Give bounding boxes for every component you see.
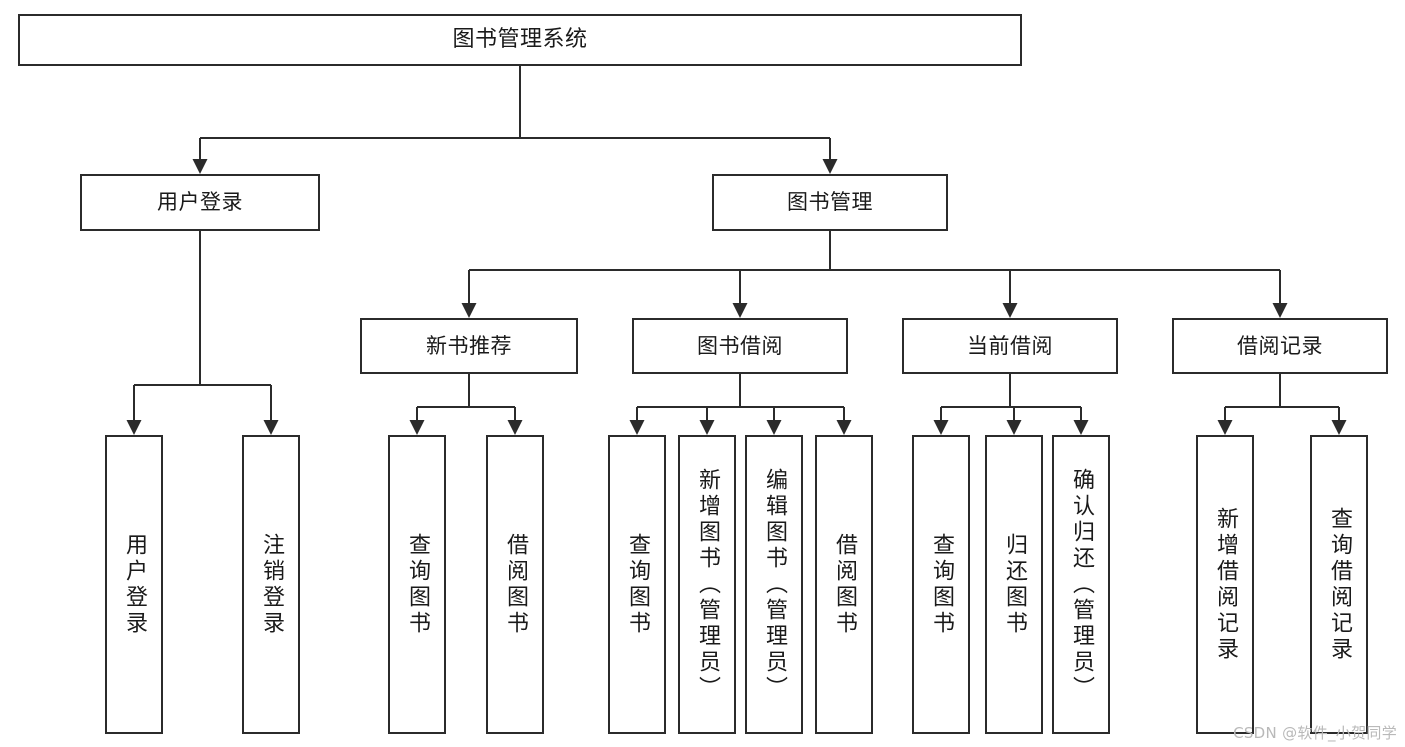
node-label: 查询图书 bbox=[405, 532, 430, 637]
node-label: 图书管理系统 bbox=[452, 27, 588, 52]
node-label: 确认归还（管理员） bbox=[1069, 467, 1094, 702]
connector-arrowhead bbox=[1073, 420, 1089, 435]
node-borrow-record[interactable]: 借阅记录 bbox=[1172, 318, 1388, 374]
node-label: 注销登录 bbox=[259, 532, 284, 637]
connector-arrowhead bbox=[192, 159, 208, 174]
node-leaf-rec-borrow-book[interactable]: 借阅图书 bbox=[486, 435, 544, 734]
node-leaf-rec-query-book[interactable]: 查询图书 bbox=[388, 435, 446, 734]
node-label: 借阅图书 bbox=[503, 532, 528, 637]
connector-arrowhead bbox=[126, 420, 142, 435]
node-book-manage[interactable]: 图书管理 bbox=[712, 174, 948, 231]
connector-arrowhead bbox=[699, 420, 715, 435]
node-leaf-borrow-query-book[interactable]: 查询图书 bbox=[608, 435, 666, 734]
node-leaf-record-add[interactable]: 新增借阅记录 bbox=[1196, 435, 1254, 734]
node-book-borrow[interactable]: 图书借阅 bbox=[632, 318, 848, 374]
node-user-login[interactable]: 用户登录 bbox=[80, 174, 320, 231]
connector-arrowhead bbox=[766, 420, 782, 435]
node-leaf-borrow-add-book[interactable]: 新增图书（管理员） bbox=[678, 435, 736, 734]
connector-arrowhead bbox=[461, 303, 477, 318]
connector-arrowhead bbox=[507, 420, 523, 435]
node-leaf-user-login[interactable]: 用户登录 bbox=[105, 435, 163, 734]
node-leaf-user-logout[interactable]: 注销登录 bbox=[242, 435, 300, 734]
node-label: 编辑图书（管理员） bbox=[762, 467, 787, 702]
connector-arrowhead bbox=[1331, 420, 1347, 435]
node-new-book-rec[interactable]: 新书推荐 bbox=[360, 318, 578, 374]
node-leaf-borrow-edit-book[interactable]: 编辑图书（管理员） bbox=[745, 435, 803, 734]
node-label: 查询图书 bbox=[929, 532, 954, 637]
node-label: 归还图书 bbox=[1002, 532, 1027, 637]
connector-arrowhead bbox=[1217, 420, 1233, 435]
node-label: 用户登录 bbox=[157, 190, 243, 214]
connector-arrowhead bbox=[822, 159, 838, 174]
node-leaf-current-query-book[interactable]: 查询图书 bbox=[912, 435, 970, 734]
node-root[interactable]: 图书管理系统 bbox=[18, 14, 1022, 66]
connector-arrowhead bbox=[1006, 420, 1022, 435]
node-leaf-record-query[interactable]: 查询借阅记录 bbox=[1310, 435, 1368, 734]
node-label: 新增借阅记录 bbox=[1213, 506, 1238, 663]
node-label: 借阅图书 bbox=[832, 532, 857, 637]
connector-arrowhead bbox=[732, 303, 748, 318]
node-leaf-borrow-borrow-book[interactable]: 借阅图书 bbox=[815, 435, 873, 734]
node-label: 当前借阅 bbox=[967, 333, 1053, 358]
node-label: 图书借阅 bbox=[697, 333, 783, 358]
connector-arrowhead bbox=[263, 420, 279, 435]
node-leaf-current-return-book[interactable]: 归还图书 bbox=[985, 435, 1043, 734]
node-label: 图书管理 bbox=[787, 190, 873, 214]
node-label: 新书推荐 bbox=[426, 333, 512, 358]
connector-arrowhead bbox=[836, 420, 852, 435]
connector-arrowhead bbox=[1272, 303, 1288, 318]
node-label: 用户登录 bbox=[122, 532, 147, 637]
node-label: 新增图书（管理员） bbox=[695, 467, 720, 702]
node-label: 查询图书 bbox=[625, 532, 650, 637]
connector-arrowhead bbox=[629, 420, 645, 435]
connector-arrowhead bbox=[933, 420, 949, 435]
node-current-borrow[interactable]: 当前借阅 bbox=[902, 318, 1118, 374]
connector-arrowhead bbox=[1002, 303, 1018, 318]
connector-arrowhead bbox=[409, 420, 425, 435]
node-label: 借阅记录 bbox=[1237, 333, 1323, 358]
node-leaf-current-confirm-return[interactable]: 确认归还（管理员） bbox=[1052, 435, 1110, 734]
node-label: 查询借阅记录 bbox=[1327, 506, 1352, 663]
